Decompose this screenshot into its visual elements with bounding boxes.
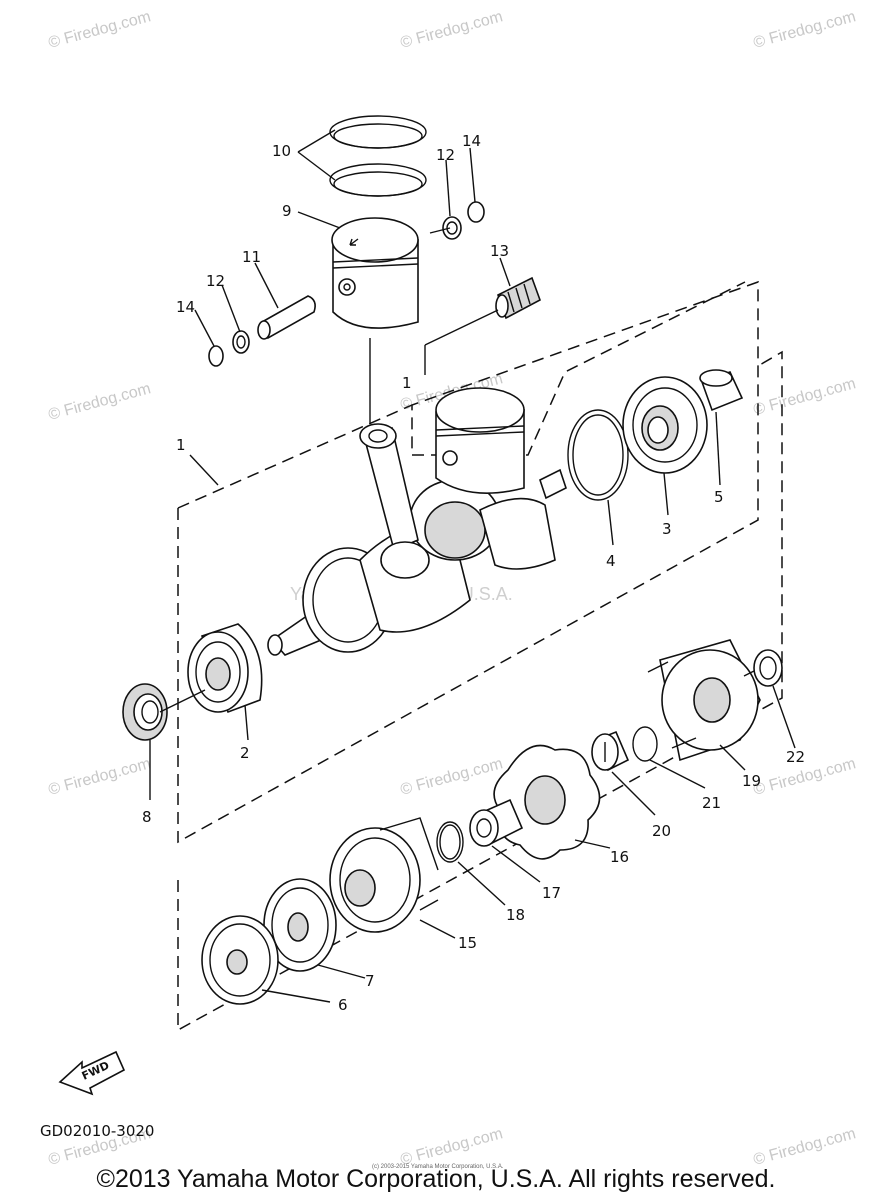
- oil-seal: [122, 683, 168, 741]
- callout-22: 22: [786, 748, 805, 766]
- callout-12a: 12: [206, 272, 225, 290]
- washer-22: [753, 649, 783, 687]
- callout-5: 5: [714, 488, 724, 506]
- flywheel-15: [329, 817, 439, 933]
- copyright-footer: ©2013 Yamaha Motor Corporation, U.S.A. A…: [97, 1165, 776, 1193]
- snap-ring: [567, 409, 629, 501]
- callout-9: 9: [282, 202, 292, 220]
- callout-10: 10: [272, 142, 291, 160]
- callout-3: 3: [662, 520, 672, 538]
- callout-4: 4: [606, 552, 616, 570]
- callout-14a: 14: [176, 298, 195, 316]
- piston-pin: [257, 295, 316, 340]
- callout-14b: 14: [462, 132, 481, 150]
- callout-13: 13: [490, 242, 509, 260]
- installed-piston: [435, 387, 525, 494]
- leader-lines: [149, 129, 796, 1003]
- callout-15: 15: [458, 934, 477, 952]
- callout-2: 2: [240, 744, 250, 762]
- callout-11: 11: [242, 248, 261, 266]
- callout-21: 21: [702, 794, 721, 812]
- tiny-copyright: (c) 2003-2015 Yamaha Motor Corporation, …: [372, 1164, 504, 1170]
- callout-17: 17: [542, 884, 561, 902]
- watermark: © Firedog.com: [399, 755, 505, 799]
- watermark: © Firedog.com: [752, 8, 858, 52]
- bearing-3: [622, 376, 708, 474]
- damper-16: [493, 744, 601, 860]
- needle-bearing: [495, 276, 541, 320]
- callout-1b: 1: [176, 436, 186, 454]
- callout-6: 6: [338, 996, 348, 1014]
- plug-20: [591, 730, 630, 772]
- callout-7: 7: [365, 972, 375, 990]
- disc-6: [201, 915, 279, 1005]
- callout-1a: 1: [402, 374, 412, 392]
- callouts: 10 9 11 12 14 12 14 13 1 1 4 3 5 2 8 22 …: [142, 132, 805, 1014]
- sleeve-17: [469, 798, 524, 847]
- watermark: © Firedog.com: [399, 8, 505, 52]
- watermark: © Firedog.com: [752, 375, 858, 419]
- callout-8: 8: [142, 808, 152, 826]
- clips: [208, 201, 485, 367]
- watermark: © Firedog.com: [399, 1125, 505, 1169]
- watermark: © Firedog.com: [752, 1125, 858, 1169]
- disc-7: [263, 878, 337, 972]
- o-ring-21: [632, 726, 658, 762]
- bearing-2: [187, 623, 263, 714]
- diagram-code: GD02010-3020: [40, 1122, 154, 1140]
- collar-5: [699, 369, 744, 412]
- callout-16: 16: [610, 848, 629, 866]
- callout-12b: 12: [436, 146, 455, 164]
- crankshaft-assembly: [267, 423, 567, 656]
- callout-18: 18: [506, 906, 525, 924]
- coupling-19: [647, 639, 761, 762]
- callout-20: 20: [652, 822, 671, 840]
- piston-rings: [329, 115, 427, 197]
- o-ring-18: [436, 821, 464, 863]
- fwd-arrow: FWD: [58, 1050, 126, 1096]
- callout-19: 19: [742, 772, 761, 790]
- piston: [331, 217, 419, 329]
- watermark: © Firedog.com: [47, 380, 153, 424]
- watermark: © Firedog.com: [47, 755, 153, 799]
- watermark: © Firedog.com: [47, 8, 153, 52]
